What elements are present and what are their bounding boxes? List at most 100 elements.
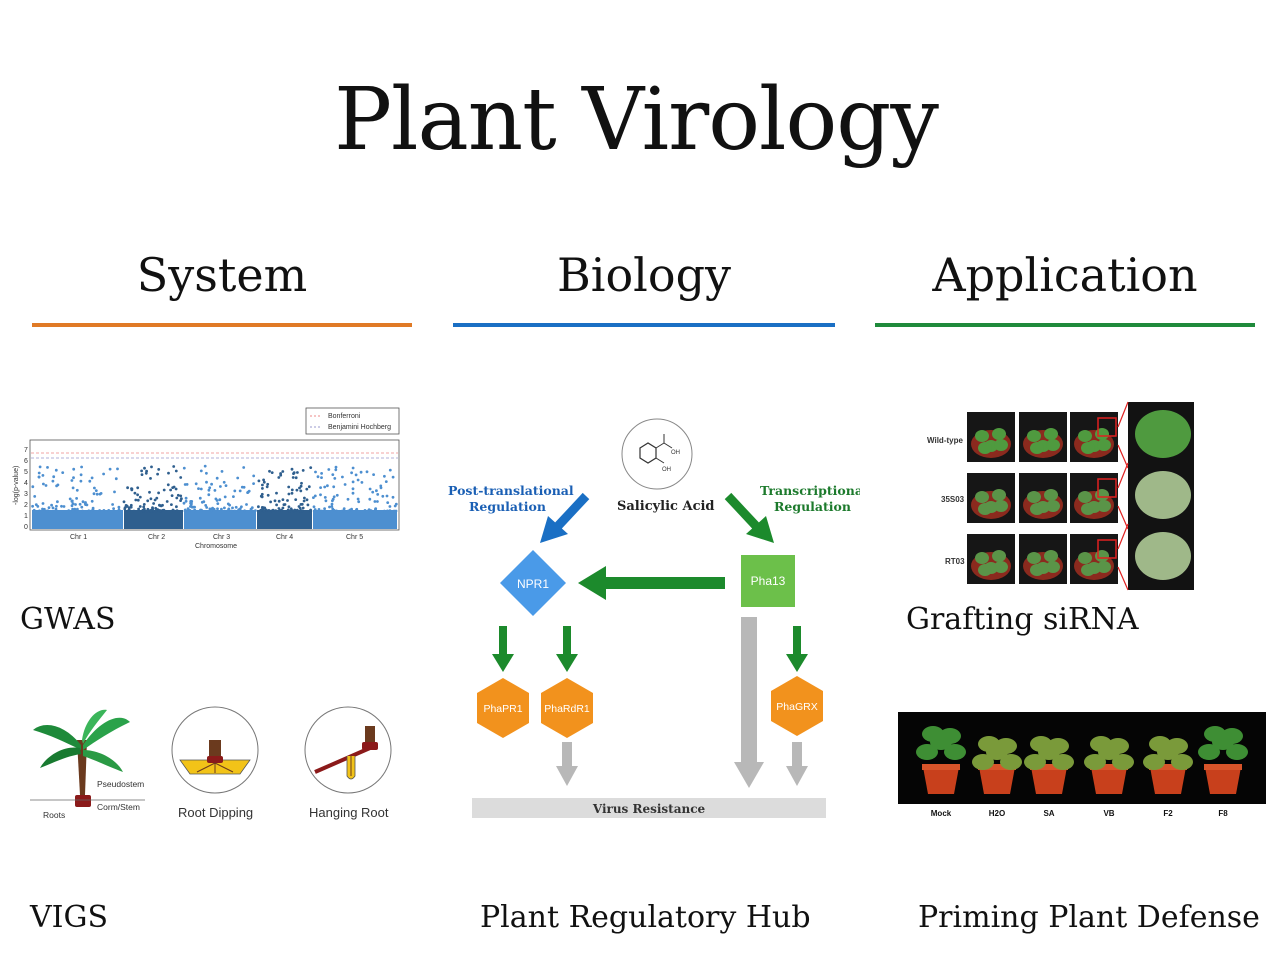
svg-text:Pha13: Pha13: [751, 574, 786, 588]
gwas-y-label: -log(p-value): [13, 466, 20, 505]
gwas-point: [162, 508, 166, 512]
svg-text:VB: VB: [1103, 809, 1114, 818]
gwas-point: [141, 508, 145, 512]
gwas-point: [323, 507, 326, 511]
gwas-point: [44, 484, 48, 487]
gwas-point: [199, 487, 203, 491]
gwas-point: [295, 508, 299, 512]
leaf: [978, 564, 992, 576]
gwas-point: [136, 493, 139, 497]
zoom-box: [1097, 417, 1117, 437]
gwas-point: [388, 468, 392, 472]
gwas-point: [330, 502, 334, 506]
gwas-point: [301, 469, 305, 472]
root-dipping-icon: Root Dipping: [171, 706, 259, 820]
leaf: [978, 736, 1000, 752]
svg-text:Chr 1: Chr 1: [70, 534, 87, 541]
svg-text:F8: F8: [1218, 809, 1228, 818]
gwas-point: [184, 499, 188, 503]
system-underline: [32, 323, 412, 327]
gwas-point: [151, 506, 154, 509]
gwas-point: [157, 509, 161, 512]
gwas-point: [75, 509, 79, 513]
leaf: [995, 738, 1017, 754]
gwas-point: [138, 505, 142, 508]
gwas-point: [218, 498, 222, 502]
gwas-x-label: Chromosome: [195, 543, 237, 550]
gwas-point: [94, 489, 98, 492]
leaf: [975, 491, 989, 503]
gwas-point: [182, 501, 186, 505]
page-title: Plant Virology: [334, 70, 939, 170]
gwas-point: [149, 477, 152, 480]
gwas-point: [145, 509, 149, 513]
gwas-point: [375, 489, 378, 493]
gwas-point: [37, 471, 41, 475]
leaf: [1095, 428, 1109, 440]
gwas-point: [262, 480, 266, 484]
gwas-point: [149, 509, 153, 513]
down-arrows-gray: [556, 617, 808, 788]
gwas-point: [250, 506, 254, 510]
gwas-point: [299, 509, 302, 513]
label-root-dipping: Root Dipping: [178, 805, 253, 820]
gwas-point: [70, 479, 74, 482]
heading-biology: Biology: [556, 248, 732, 302]
gwas-point: [87, 509, 91, 513]
leaf: [944, 744, 966, 760]
leaf: [1046, 439, 1060, 451]
svg-text:PhaRdR1: PhaRdR1: [544, 703, 590, 715]
gwas-point: [372, 473, 375, 476]
gwas-point: [98, 509, 101, 512]
gwas-point: [274, 509, 278, 513]
gwas-point: [394, 509, 398, 513]
leaf: [1078, 552, 1092, 564]
gwas-point: [130, 488, 134, 492]
leaf: [1112, 754, 1134, 770]
leaf: [1081, 503, 1095, 515]
gwas-point: [56, 500, 59, 504]
gwas-point: [133, 491, 137, 495]
gwas-point: [143, 466, 146, 470]
gwas-point: [157, 491, 161, 495]
gwas-point: [113, 490, 116, 494]
gwas-point: [391, 475, 395, 479]
gwas-point: [271, 508, 275, 512]
gwas-point: [170, 494, 174, 497]
gwas-point: [287, 485, 291, 489]
svg-text:5: 5: [24, 469, 28, 476]
gwas-point: [47, 506, 51, 510]
gwas-point: [51, 479, 55, 483]
gwas-point: [388, 509, 392, 512]
gwas-point: [273, 499, 277, 503]
gwas-point: [41, 502, 45, 505]
priming-photo-strip: Mock H2O SA VB F2 F8: [898, 712, 1266, 818]
gwas-point: [107, 509, 111, 512]
gwas-point: [70, 500, 74, 503]
gwas-point: [229, 509, 233, 513]
gwas-point: [165, 500, 169, 503]
gwas-point: [199, 469, 203, 473]
leaf: [978, 503, 992, 515]
gwas-point: [192, 505, 195, 509]
gwas-points: [31, 464, 398, 529]
gwas-point: [117, 505, 121, 509]
gwas-point: [312, 496, 315, 499]
gwas-point: [208, 507, 212, 511]
caption-gwas: GWAS: [20, 602, 116, 637]
gwas-point: [159, 504, 163, 508]
gwas-point: [326, 484, 329, 488]
gwas-legend: Bonferroni Benjamini Hochberg: [305, 407, 400, 435]
hanging-root-icon: Hanging Root: [304, 706, 392, 820]
gwas-point: [220, 507, 223, 511]
gwas-point: [333, 477, 337, 480]
svg-text:6: 6: [24, 458, 28, 465]
leaf: [1090, 736, 1112, 752]
gwas-point: [388, 505, 392, 508]
gwas-point: [146, 499, 150, 503]
gwas-point: [145, 469, 149, 473]
gwas-point: [45, 509, 49, 513]
label-post-translational: Post-translational: [448, 483, 574, 498]
priming-plants: [916, 726, 1248, 794]
gwas-point: [220, 470, 224, 473]
